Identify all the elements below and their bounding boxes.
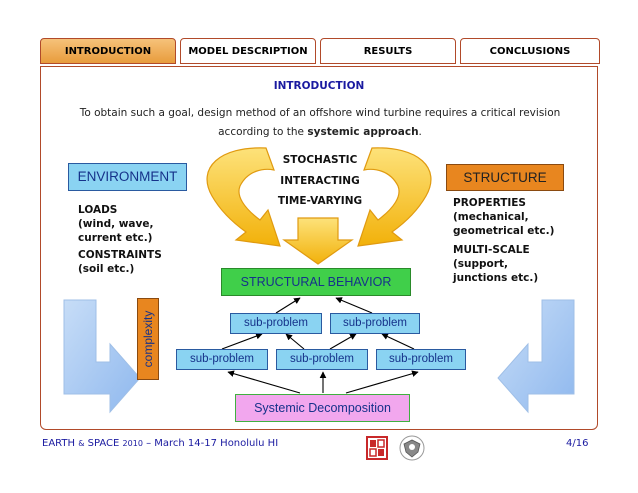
connector: [275, 297, 301, 314]
down-arrow: [282, 217, 354, 265]
connector: [335, 297, 373, 314]
loads-line-3: current etc.): [78, 232, 153, 244]
sub-problem-box: sub-problem: [176, 349, 268, 370]
structural-behavior-box: STRUCTURAL BEHAVIOR: [221, 268, 411, 296]
footer-dates: – March 14-17 Honolulu HI: [146, 438, 279, 449]
properties-text: PROPERTIES (mechanical, geometrical etc.…: [453, 196, 554, 238]
intro-line-2-pre: according to the: [218, 126, 308, 138]
tab-introduction[interactable]: INTRODUCTION: [40, 38, 176, 64]
constraints-line-2: (soil etc.): [78, 263, 135, 275]
loads-line-1: LOADS: [78, 204, 118, 216]
footer-ampersand: &: [78, 439, 85, 448]
eagle-crest-icon: [399, 435, 425, 461]
tab-bar: INTRODUCTION MODEL DESCRIPTION RESULTS C…: [40, 38, 600, 66]
sub-problem-box: sub-problem: [376, 349, 466, 370]
properties-line-2: (mechanical,: [453, 211, 529, 223]
footer-word-earth: EARTH: [42, 438, 76, 449]
connector: [227, 370, 301, 394]
label-interacting: INTERACTING: [280, 175, 360, 187]
content-frame: [40, 66, 598, 430]
intro-line-1: To obtain such a goal, design method of …: [79, 107, 561, 119]
label-stochastic: STOCHASTIC: [282, 154, 358, 166]
connector: [381, 333, 415, 350]
university-logo-icon: [366, 436, 388, 460]
sub-problem-box: sub-problem: [276, 349, 368, 370]
systemic-decomposition-box: Systemic Decomposition: [235, 394, 410, 422]
footer-word-space: SPACE: [87, 438, 120, 449]
section-heading: INTRODUCTION: [273, 80, 365, 92]
environment-box: ENVIRONMENT: [68, 163, 187, 191]
connector: [345, 370, 419, 394]
constraints-line-1: CONSTRAINTS: [78, 249, 162, 261]
sub-problem-box: sub-problem: [330, 313, 420, 334]
complexity-label: complexity: [141, 310, 155, 368]
properties-line-3: geometrical etc.): [453, 225, 555, 237]
intro-line-2-post: .: [418, 126, 422, 138]
loads-text: LOADS (wind, wave, current etc.): [78, 203, 153, 245]
sub-problem-box: sub-problem: [230, 313, 322, 334]
page-number: 4/16: [566, 438, 589, 449]
footer-conference: EARTH & SPACE 2010 – March 14-17 Honolul…: [42, 438, 278, 449]
properties-line-1: PROPERTIES: [453, 197, 526, 209]
footer-year: 2010: [122, 439, 143, 448]
tab-conclusions[interactable]: CONCLUSIONS: [460, 38, 600, 64]
label-time-varying: TIME-VARYING: [277, 195, 363, 207]
multiscale-text: MULTI-SCALE (support, junctions etc.): [453, 243, 538, 285]
tab-results[interactable]: RESULTS: [320, 38, 456, 64]
loads-line-2: (wind, wave,: [78, 218, 154, 230]
big-arrow-right: [497, 299, 575, 414]
big-arrow-left: [63, 299, 141, 414]
tab-model-description[interactable]: MODEL DESCRIPTION: [180, 38, 316, 64]
intro-emphasis: systemic approach: [307, 126, 419, 138]
intro-line-2: according to the systemic approach.: [50, 123, 590, 142]
connector: [221, 332, 263, 350]
curved-arrow-right: [357, 147, 432, 247]
multiscale-line-3: junctions etc.): [453, 272, 539, 284]
curved-arrow-left: [206, 147, 281, 247]
structure-box: STRUCTURE: [446, 164, 564, 191]
multiscale-line-1: MULTI-SCALE: [453, 244, 530, 256]
intro-text: To obtain such a goal, design method of …: [50, 104, 590, 142]
constraints-text: CONSTRAINTS (soil etc.): [78, 248, 162, 276]
multiscale-line-2: (support,: [453, 258, 508, 270]
complexity-bar: complexity: [137, 298, 159, 380]
connector: [329, 333, 357, 350]
connector: [285, 333, 305, 350]
